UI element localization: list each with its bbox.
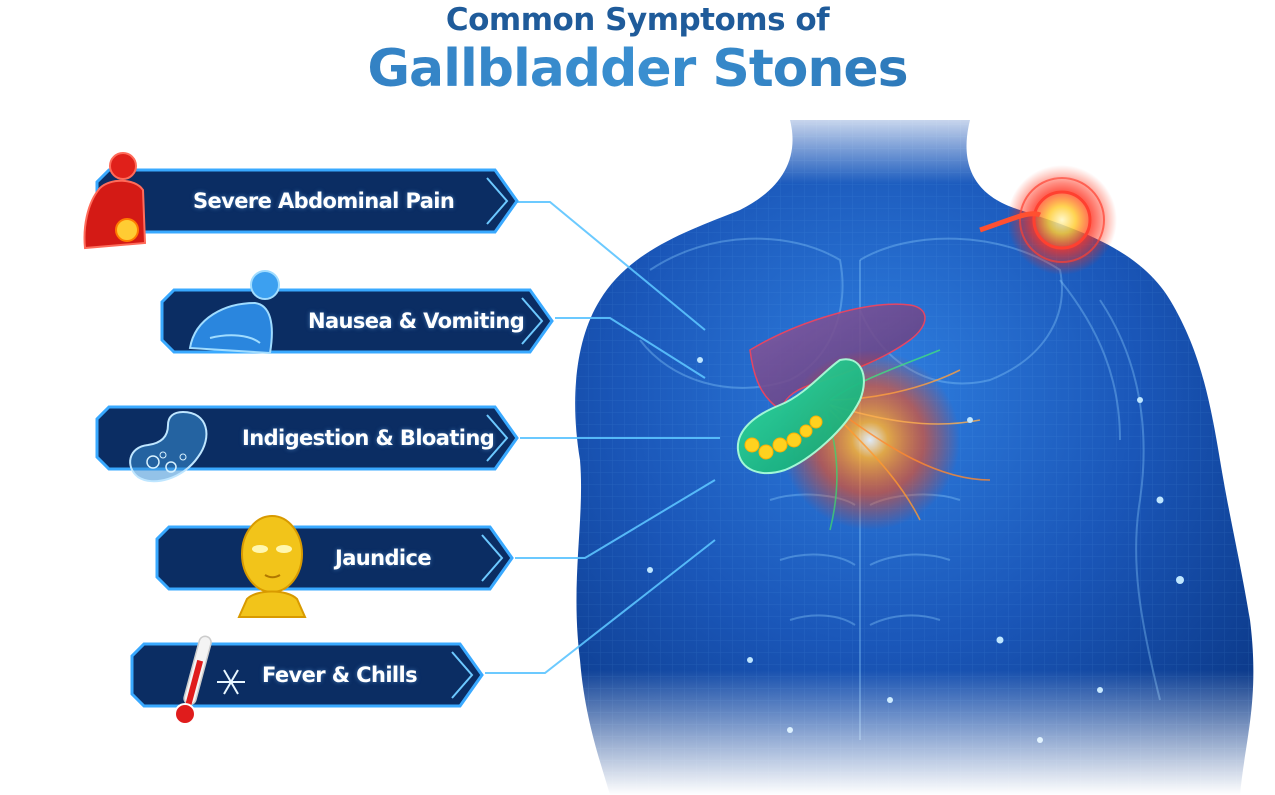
symptom-panel-fever-chills: Fever & Chills (130, 635, 485, 725)
symptom-label: Indigestion & Bloating (242, 426, 495, 450)
torso-illustration (540, 100, 1275, 795)
symptom-panel-severe-abdominal-pain: Severe Abdominal Pain (83, 152, 520, 250)
symptom-panel-nausea-vomiting: Nausea & Vomiting (160, 270, 555, 355)
yellow-head-icon (227, 509, 317, 619)
thermometer-snowflake-icon (165, 630, 260, 730)
symptom-label: Nausea & Vomiting (308, 309, 525, 333)
symptom-label: Fever & Chills (262, 663, 418, 687)
symptom-panel-jaundice: Jaundice (155, 515, 515, 618)
symptom-panel-indigestion-bloating: Indigestion & Bloating (95, 405, 520, 483)
panel-plate (95, 168, 520, 234)
title-line-2: Gallbladder Stones (0, 40, 1275, 98)
title-line-1: Common Symptoms of (445, 2, 830, 38)
stomach-bubbles-icon (123, 407, 223, 492)
symptom-label: Severe Abdominal Pain (193, 189, 455, 213)
blue-man-nauseous-icon (170, 263, 300, 363)
symptom-label: Jaundice (335, 546, 432, 570)
red-man-holding-abdomen-icon (75, 148, 155, 258)
title-block: Common Symptoms of Gallbladder Stones (0, 0, 1275, 98)
panel-plate (130, 642, 485, 708)
